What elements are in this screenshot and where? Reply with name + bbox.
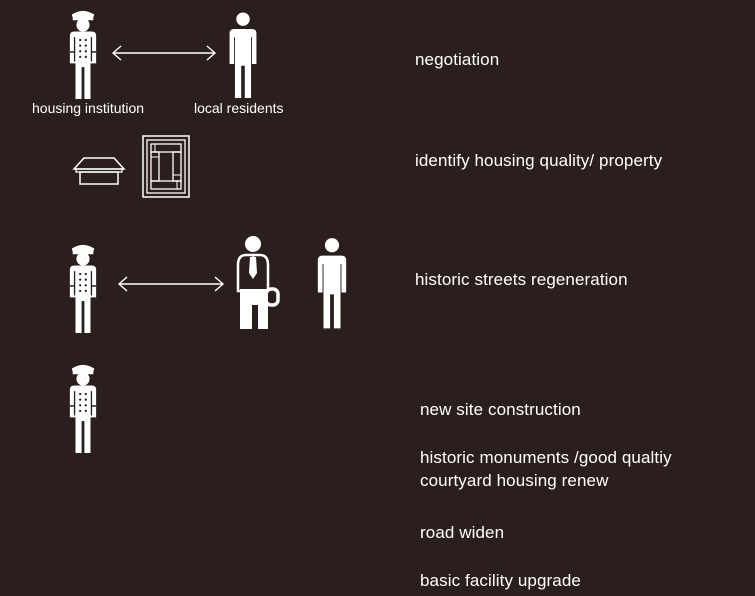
officer-icon (65, 363, 101, 454)
identify-housing-text: identify housing quality/ property (415, 151, 663, 170)
double-arrow-icon (111, 45, 217, 61)
negotiation-text: negotiation (415, 50, 500, 69)
new-site-text: new site construction (420, 400, 581, 419)
officer-icon (65, 9, 101, 100)
historic-streets-text: historic streets regeneration (415, 270, 628, 289)
housing-institution-label: housing institution (32, 100, 145, 116)
house-icon (72, 156, 126, 186)
courtyard-plan-icon (142, 135, 190, 198)
road-widen-text: road widen (420, 523, 505, 542)
local-residents-label: local residents (194, 100, 284, 116)
resident-icon (226, 12, 260, 99)
basic-facility-text: basic facility upgrade (420, 571, 581, 590)
resident-icon (315, 236, 349, 330)
historic-monuments-line1: historic monuments /good qualtiy (420, 448, 672, 467)
double-arrow-icon (117, 276, 225, 292)
historic-monuments-line2: courtyard housing renew (420, 471, 609, 490)
officer-icon (65, 243, 101, 334)
developer-icon (234, 235, 282, 331)
